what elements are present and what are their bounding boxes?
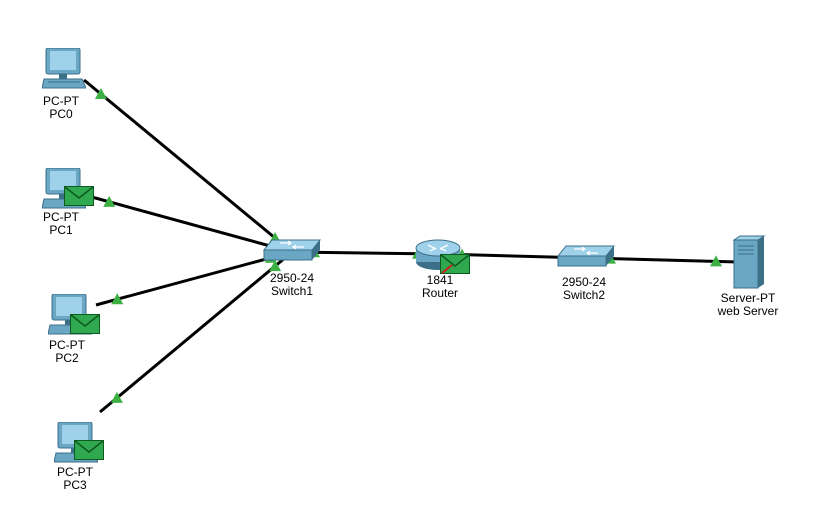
pc-icon bbox=[42, 48, 86, 89]
router-device[interactable] bbox=[414, 238, 462, 272]
switch2-model: 2950-24 bbox=[561, 275, 607, 289]
envelope-icon bbox=[64, 186, 94, 206]
pc2-model: PC-PT bbox=[49, 338, 85, 352]
switch2-device[interactable] bbox=[556, 244, 616, 270]
pc2-name: PC2 bbox=[55, 351, 79, 365]
switch1-label: 2950-24 Switch1 bbox=[262, 272, 322, 298]
switch2-label: 2950-24 Switch2 bbox=[554, 276, 614, 302]
router-label: 1841 Router bbox=[414, 274, 466, 300]
server-model: Server-PT bbox=[720, 291, 776, 305]
server-name: web Server bbox=[717, 304, 779, 318]
pc0-label: PC-PT PC0 bbox=[36, 95, 86, 121]
link-pc2-switch1-status-start bbox=[111, 293, 124, 305]
pc3-label: PC-PT PC3 bbox=[50, 466, 100, 492]
pc2-device[interactable] bbox=[48, 294, 92, 340]
server-label: Server-PT web Server bbox=[708, 292, 788, 318]
envelope-icon bbox=[74, 440, 104, 460]
server-icon bbox=[732, 235, 766, 289]
pc1-packet[interactable] bbox=[64, 186, 94, 206]
link-pc1-switch1-status-start bbox=[103, 195, 116, 207]
server-device[interactable] bbox=[730, 234, 766, 290]
envelope-icon bbox=[440, 254, 470, 274]
pc0-device[interactable] bbox=[42, 48, 86, 94]
pc1-model: PC-PT bbox=[43, 210, 79, 224]
link-pc3-switch1-status-end bbox=[269, 260, 282, 272]
link-pc0-switch1[interactable] bbox=[83, 78, 293, 254]
pc3-name: PC3 bbox=[63, 478, 87, 492]
link-switch2-server-status-end bbox=[710, 255, 723, 267]
pc3-model: PC-PT bbox=[57, 465, 93, 479]
pc0-name: PC0 bbox=[49, 107, 73, 121]
pc1-name: PC1 bbox=[49, 223, 73, 237]
link-pc1-switch1[interactable] bbox=[87, 194, 293, 254]
pc0-model: PC-PT bbox=[43, 94, 79, 108]
link-pc0-switch1-status-start bbox=[94, 88, 107, 100]
switch1-name: Switch1 bbox=[270, 284, 314, 298]
link-pc2-switch1[interactable] bbox=[95, 250, 293, 307]
router-icon bbox=[415, 239, 461, 270]
envelope-icon bbox=[70, 314, 100, 334]
router-model: 1841 bbox=[426, 273, 454, 287]
router-name: Router bbox=[421, 286, 459, 300]
pc1-label: PC-PT PC1 bbox=[36, 211, 86, 237]
pc-icon bbox=[48, 294, 92, 335]
link-pc3-switch1-status-start bbox=[110, 391, 123, 403]
switch1-model: 2950-24 bbox=[269, 271, 315, 285]
pc3-packet[interactable] bbox=[74, 440, 104, 460]
switch2-name: Switch2 bbox=[562, 288, 606, 302]
pc2-packet[interactable] bbox=[70, 314, 100, 334]
switch1-device[interactable] bbox=[262, 238, 322, 264]
link-pc3-switch1[interactable] bbox=[99, 250, 293, 414]
pc2-label: PC-PT PC2 bbox=[42, 339, 92, 365]
switch-icon bbox=[556, 245, 616, 267]
switch-icon bbox=[262, 239, 322, 261]
router-packet[interactable] bbox=[440, 254, 470, 274]
